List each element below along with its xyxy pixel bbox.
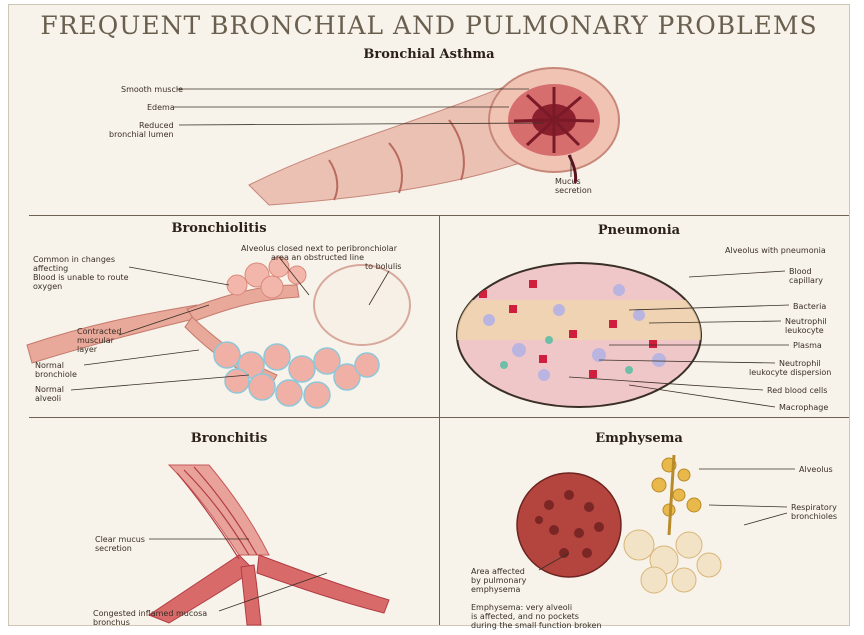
emphysema-leader-lines [9, 5, 851, 635]
poster: FREQUENT BRONCHIAL AND PULMONARY PROBLEM… [8, 4, 850, 626]
